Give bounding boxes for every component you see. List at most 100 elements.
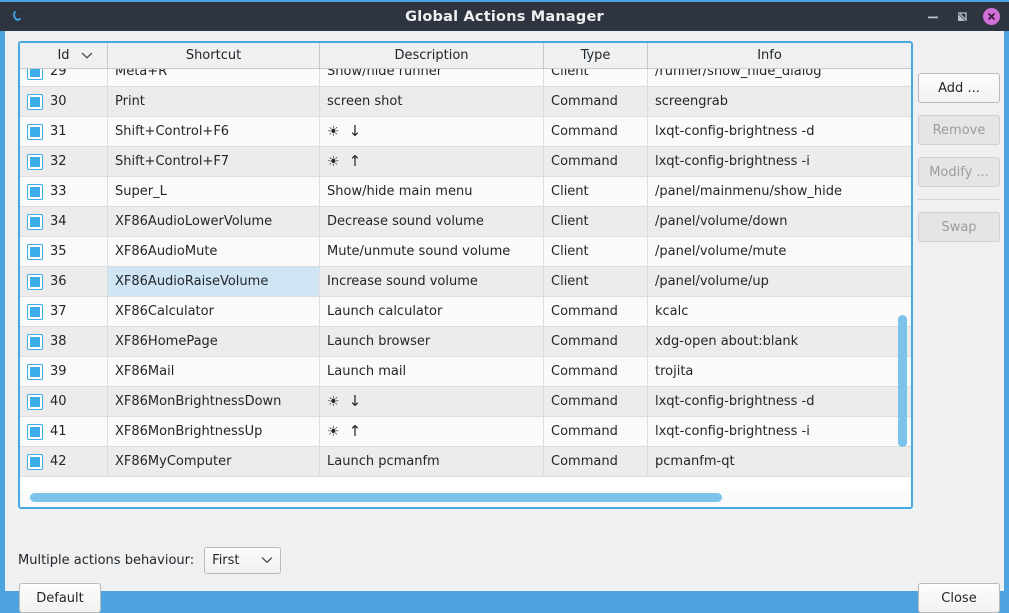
- cell-type[interactable]: Command: [544, 87, 648, 116]
- horizontal-scrollbar[interactable]: [20, 491, 911, 504]
- cell-info[interactable]: xdg-open about:blank: [648, 327, 891, 356]
- cell-shortcut[interactable]: XF86HomePage: [108, 327, 320, 356]
- cell-description[interactable]: Launch browser: [320, 327, 544, 356]
- cell-info[interactable]: lxqt-config-brightness -d: [648, 117, 891, 146]
- cell-shortcut[interactable]: Shift+Control+F6: [108, 117, 320, 146]
- default-button[interactable]: Default: [19, 583, 101, 613]
- cell-info[interactable]: lxqt-config-brightness -i: [648, 417, 891, 446]
- cell-description[interactable]: Launch pcmanfm: [320, 447, 544, 476]
- cell-description[interactable]: ☀↓: [320, 117, 544, 146]
- cell-type[interactable]: Client: [544, 237, 648, 266]
- maximize-icon[interactable]: [954, 9, 970, 25]
- column-header-type[interactable]: Type: [544, 43, 648, 68]
- cell-info[interactable]: lxqt-config-brightness -i: [648, 147, 891, 176]
- cell-shortcut[interactable]: XF86Calculator: [108, 297, 320, 326]
- vertical-scrollbar-thumb[interactable]: [898, 315, 907, 447]
- close-icon[interactable]: [983, 8, 1000, 25]
- cell-type[interactable]: Command: [544, 447, 648, 476]
- cell-shortcut[interactable]: Shift+Control+F7: [108, 147, 320, 176]
- cell-info[interactable]: lxqt-config-brightness -d: [648, 387, 891, 416]
- cell-description[interactable]: ☀↓: [320, 387, 544, 416]
- column-header-shortcut[interactable]: Shortcut: [108, 43, 320, 68]
- cell-id[interactable]: 31: [20, 117, 108, 146]
- cell-type[interactable]: Client: [544, 267, 648, 296]
- cell-info[interactable]: /runner/show_hide_dialog: [648, 69, 891, 86]
- cell-type[interactable]: Client: [544, 69, 648, 86]
- cell-shortcut[interactable]: Print: [108, 87, 320, 116]
- cell-type[interactable]: Command: [544, 147, 648, 176]
- cell-shortcut[interactable]: XF86AudioRaiseVolume: [108, 267, 320, 296]
- cell-shortcut[interactable]: XF86AudioMute: [108, 237, 320, 266]
- cell-id[interactable]: 30: [20, 87, 108, 116]
- cell-id[interactable]: 41: [20, 417, 108, 446]
- cell-info[interactable]: /panel/volume/down: [648, 207, 891, 236]
- cell-info[interactable]: /panel/volume/mute: [648, 237, 891, 266]
- cell-shortcut[interactable]: XF86MonBrightnessDown: [108, 387, 320, 416]
- cell-description[interactable]: Launch calculator: [320, 297, 544, 326]
- cell-description[interactable]: Increase sound volume: [320, 267, 544, 296]
- cell-shortcut[interactable]: XF86Mail: [108, 357, 320, 386]
- cell-info[interactable]: kcalc: [648, 297, 891, 326]
- cell-description[interactable]: ☀↑: [320, 147, 544, 176]
- cell-description[interactable]: Launch mail: [320, 357, 544, 386]
- cell-type[interactable]: Client: [544, 207, 648, 236]
- cell-id[interactable]: 34: [20, 207, 108, 236]
- cell-id[interactable]: 42: [20, 447, 108, 476]
- cell-type[interactable]: Command: [544, 327, 648, 356]
- cell-type[interactable]: Command: [544, 417, 648, 446]
- cell-info[interactable]: /panel/volume/up: [648, 267, 891, 296]
- cell-shortcut[interactable]: XF86MonBrightnessUp: [108, 417, 320, 446]
- behaviour-select[interactable]: First: [204, 547, 282, 574]
- title-bar[interactable]: Global Actions Manager: [0, 0, 1009, 31]
- cell-id[interactable]: 32: [20, 147, 108, 176]
- cell-description[interactable]: Show/hide runner: [320, 69, 544, 86]
- column-header-id[interactable]: Id: [20, 43, 108, 68]
- cell-type[interactable]: Command: [544, 117, 648, 146]
- horizontal-scrollbar-thumb[interactable]: [30, 493, 722, 502]
- column-header-info[interactable]: Info: [648, 43, 891, 68]
- cell-id[interactable]: 29: [20, 69, 108, 86]
- cell-type[interactable]: Command: [544, 297, 648, 326]
- cell-info[interactable]: trojita: [648, 357, 891, 386]
- close-button[interactable]: Close: [918, 583, 1000, 613]
- cell-description[interactable]: screen shot: [320, 87, 544, 116]
- cell-description[interactable]: Decrease sound volume: [320, 207, 544, 236]
- cell-id[interactable]: 37: [20, 297, 108, 326]
- cell-description[interactable]: Show/hide main menu: [320, 177, 544, 206]
- cell-shortcut[interactable]: XF86MyComputer: [108, 447, 320, 476]
- cell-id[interactable]: 40: [20, 387, 108, 416]
- cell-type[interactable]: Command: [544, 357, 648, 386]
- vertical-scrollbar[interactable]: [897, 70, 908, 507]
- cell-description[interactable]: ☀↑: [320, 417, 544, 446]
- cell-description[interactable]: Mute/unmute sound volume: [320, 237, 544, 266]
- cell-info[interactable]: pcmanfm-qt: [648, 447, 891, 476]
- cell-info[interactable]: /panel/mainmenu/show_hide: [648, 177, 891, 206]
- cell-id[interactable]: 33: [20, 177, 108, 206]
- cell-type[interactable]: Command: [544, 387, 648, 416]
- column-header-description[interactable]: Description: [320, 43, 544, 68]
- cell-id[interactable]: 35: [20, 237, 108, 266]
- cell-shortcut[interactable]: XF86AudioLowerVolume: [108, 207, 320, 236]
- cell-shortcut[interactable]: Meta+R: [108, 69, 320, 86]
- minimize-icon[interactable]: [925, 9, 941, 25]
- cell-id[interactable]: 38: [20, 327, 108, 356]
- cell-id[interactable]: 39: [20, 357, 108, 386]
- add-button[interactable]: Add ...: [918, 73, 1000, 103]
- cell-type[interactable]: Client: [544, 177, 648, 206]
- cell-id[interactable]: 36: [20, 267, 108, 296]
- cell-info[interactable]: screengrab: [648, 87, 891, 116]
- cell-shortcut[interactable]: Super_L: [108, 177, 320, 206]
